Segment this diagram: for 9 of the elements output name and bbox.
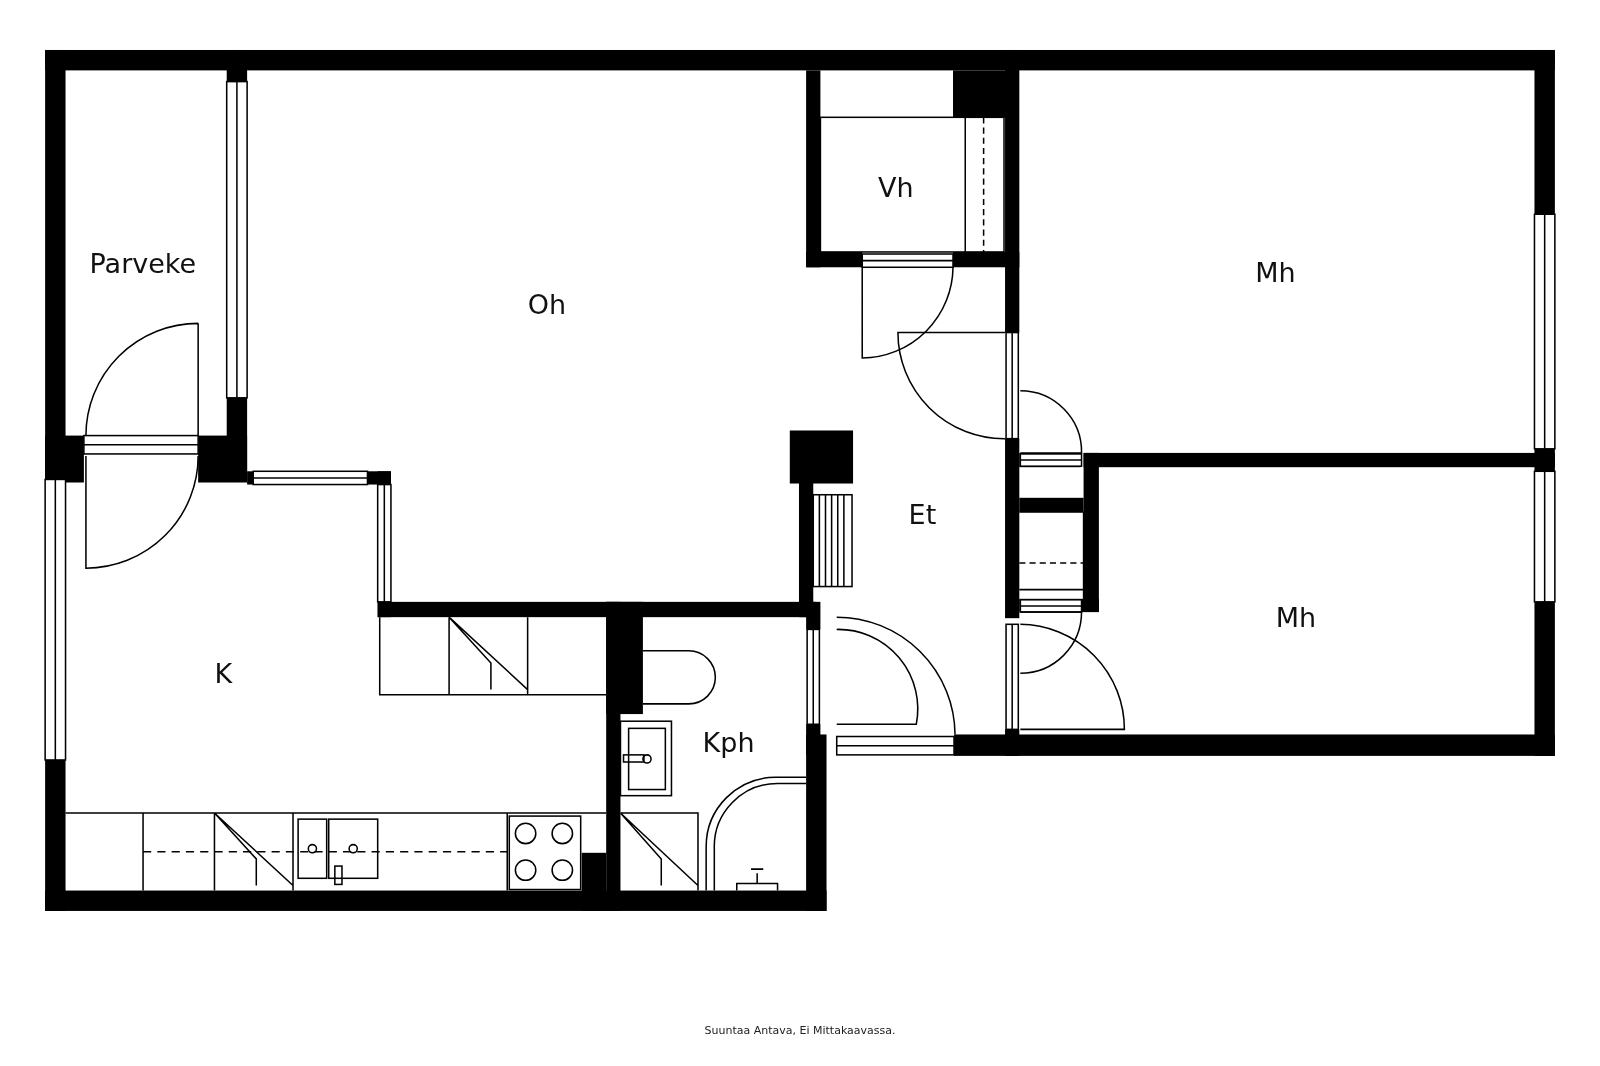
room-label: Vh xyxy=(878,171,914,203)
room-label: Oh xyxy=(527,288,567,320)
room-label: Parveke xyxy=(89,247,197,279)
room-label: K xyxy=(214,657,233,689)
room-label: Et xyxy=(908,498,937,530)
caption: Suuntaa Antava, Ei Mittakaavassa. xyxy=(704,1023,896,1037)
room-label: Mh xyxy=(1275,601,1317,633)
room-label: Kph xyxy=(702,726,755,758)
room-label: Mh xyxy=(1255,256,1296,288)
